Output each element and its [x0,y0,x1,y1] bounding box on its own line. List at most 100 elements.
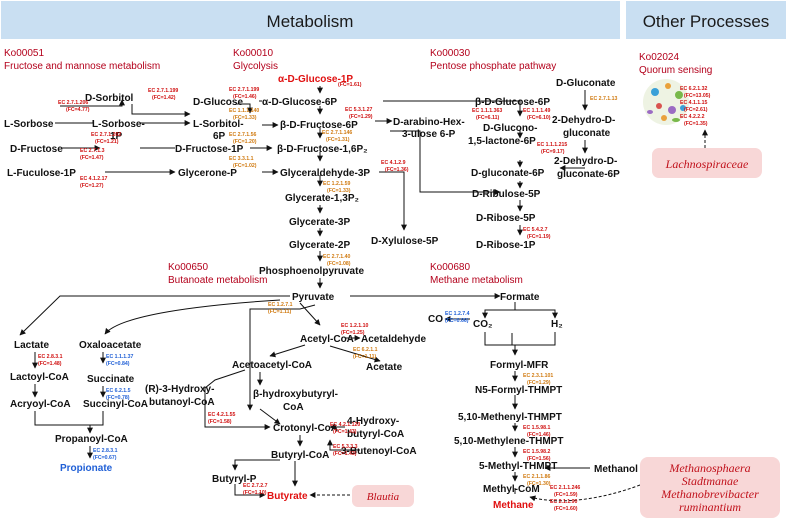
pathway-name-pentose: Pentose phosphate pathway [430,61,556,72]
enzyme-ec: EC 1.5.98.2 [523,449,551,455]
node-co: CO [428,314,443,325]
node-d-glucose: D-Glucose [193,97,243,108]
enzyme-fc: (FC=1.59) [554,492,578,498]
node-l-sorbose-1p: L-Sorbose- [92,119,145,130]
node-arabino-hex: D-arabino-Hex- [393,117,465,128]
node-d-xylulose-5p: D-Xylulose-5P [371,236,439,247]
enzyme-ec: EC 2.7.1.56 [229,132,257,138]
pathway-name-glycolysis: Glycolysis [233,61,278,72]
enzyme-ec: EC 4.2.1.120 [330,422,360,428]
node-l-sorbitol-6p-b: 6P [213,131,226,142]
node-formyl-mfr: Formyl-MFR [490,360,549,371]
node-glycerate-2p: Glycerate-2P [289,240,350,251]
pathway-name-quorum: Quorum sensing [639,65,712,76]
node-d-gluconate: D-Gluconate [556,78,616,89]
node-d-gluconate-6p: D-gluconate-6P [471,168,545,179]
reaction-arrows [19,86,708,502]
enzyme-ec: EC 4.1.1.15 [680,100,708,106]
node-l-sorbose-1p-b: 1P [110,131,123,142]
enzyme-fc: (FC=0.84) [106,361,130,367]
node-l-sorbose: L-Sorbose [4,119,54,130]
enzyme-fc: (FC=1.27) [80,183,104,189]
enzyme-fc: (FC=1.30) [527,481,551,487]
node-acetyl-coa: Acetyl-CoA [300,334,354,345]
node-d-fructose-1p: D-Fructose-1P [175,144,244,155]
node-h2: H₂ [551,319,563,330]
node-lactoyl-coa: Lactoyl-CoA [10,372,69,383]
enzyme-fc: (FC=1.25) [341,330,365,336]
node-propanoyl-coa: Propanoyl-CoA [55,434,128,445]
node-acetate: Acetate [366,362,403,373]
node-4-hydroxybutyryl: 4-Hydroxy- [347,416,399,427]
metabolism-header [1,1,620,39]
enzyme-ec: EC 2.8.3.1 [38,354,63,360]
enzyme-fc: (FC=1.58) [208,419,232,425]
blautia-label: Blautia [367,491,400,503]
node-dehydro-gluconate-b: gluconate [563,128,611,139]
node-d-sorbitol: D-Sorbitol [85,93,134,104]
blautia-box [352,485,414,507]
pathway-name-butanoate: Butanoate metabolism [168,275,268,286]
node-pyruvate: Pyruvate [292,292,335,303]
enzyme-ec: EC 3.3.1.1 [229,156,254,162]
enzyme-fc: (FC=1.33) [327,188,351,194]
node-b-hydroxybutyryl: β-hydroxybutyryl- [253,389,338,400]
enzyme-ec: EC 2.1.1.90 [550,499,578,505]
enzyme-ec: EC 2.8.3.1 [93,448,118,454]
node-propionate: Propionate [60,463,113,474]
enzyme-fc: (FC=1.60) [554,506,578,512]
enzyme-ec: EC 1.1.1.140 [229,108,259,114]
node-3-butenoyl-coa: 3-Butenoyl-CoA [341,446,417,457]
node-butyrate: Butyrate [267,491,308,502]
node-glycerate-3p: Glycerate-3P [289,217,350,228]
enzyme-fc: (FC=0.67) [93,455,117,461]
other-processes-header [626,1,786,39]
enzyme-fc: (FC=1.11) [353,354,376,360]
enzyme-fc: (FC=0.66) [445,318,469,324]
pathway-id-quorum: Ko02024 [639,52,679,63]
enzyme-ec: EC 2.7.1.206 [58,100,88,106]
enzyme-fc: (FC=1.10) [243,490,267,496]
node-b-d-fructose-6p: β-D-Fructose-6P [280,120,358,131]
enzyme-ec: EC 2.7.1.199 [229,87,259,93]
node-phosphoenolpyruvate: Phosphoenolpyruvate [259,266,364,277]
node-d-ribulose-5p: D-Ribulose-5P [472,189,541,200]
node-methenyl-thmpt: 5,10-Methenyl-THMPT [458,412,562,423]
enzyme-ec: EC 5.3.3.3 [333,444,358,450]
node-5-methyl-thmpt: 5-Methyl-THMPT [479,461,557,472]
enzyme-ec: EC 4.1.2.17 [80,176,108,182]
pathway-id-pentose: Ko00030 [430,48,470,59]
enzyme-labels: EC 2.7.1.206 (FC=4.77) EC 2.7.1.199 (FC=… [38,82,711,512]
enzyme-ec: EC 4.1.2.9 [381,160,406,166]
pathway-name-methane: Methane metabolism [430,275,523,286]
pathway-id-fructose: Ko00051 [4,48,44,59]
node-acetoacetyl-coa: Acetoacetyl-CoA [232,360,312,371]
enzyme-ec: EC 4.2.2.2 [680,114,705,120]
other-processes-title: Other Processes [643,12,770,31]
enzyme-ec: EC 6.2.1.5 [106,388,131,394]
node-acetaldehyde: Acetaldehyde [361,334,426,345]
enzyme-fc: (FC=2.61) [684,107,708,113]
enzyme-ec: EC 5.4.2.7 [523,227,548,233]
node-butyryl-p: Butyryl-P [212,474,257,485]
node-r3-hydroxy-b: butanoyl-CoA [149,397,215,408]
node-r3-hydroxy: (R)-3-Hydroxy- [145,384,214,395]
node-a-d-glucose-1p: α-D-Glucose-1P [278,74,353,85]
enzyme-fc: (FC=1.19) [527,234,551,240]
enzyme-ec: EC 2.3.1.101 [523,373,553,379]
enzyme-fc: (FC=6.10) [527,115,551,121]
enzyme-fc: (FC=1.02) [233,163,257,169]
enzyme-fc: (FC=4.77) [66,107,90,113]
enzyme-fc: (FC=1.35) [684,121,708,127]
node-acryoyl-coa: Acryoyl-CoA [10,399,71,410]
enzyme-ec: EC 1.1.1.363 [472,108,502,114]
enzyme-fc: (FC=1.46) [233,94,257,100]
enzyme-ec: EC 5.3.1.27 [345,107,373,113]
enzyme-fc: (FC=1.31) [326,137,350,143]
node-methane: Methane [493,500,534,511]
node-d-fructose: D-Fructose [10,144,63,155]
enzyme-fc: (FC=1.56) [527,456,551,462]
methanogen-1: Methanosphaera [668,461,750,475]
enzyme-fc: (FC=1.36) [385,167,409,173]
